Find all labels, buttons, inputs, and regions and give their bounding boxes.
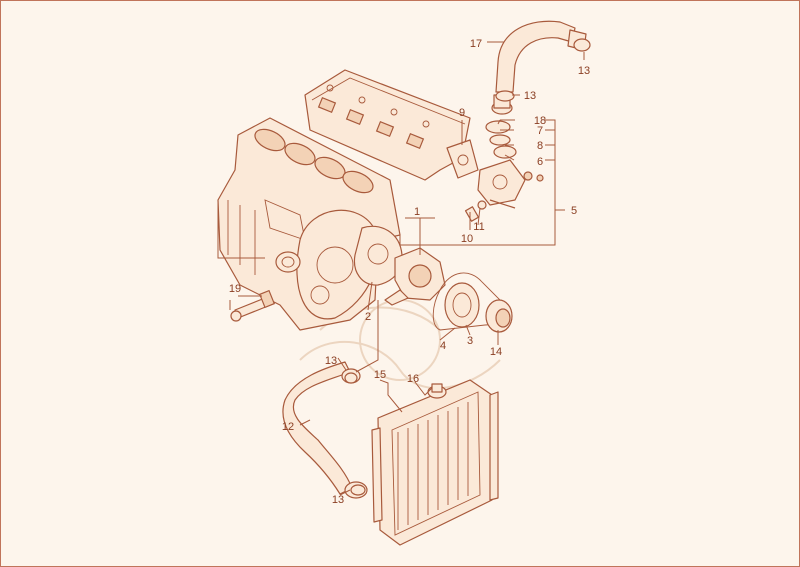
callout-14: 14 — [490, 346, 502, 358]
cylinder-block — [217, 117, 401, 331]
callout-11: 11 — [473, 221, 484, 233]
callout-18: 18 — [534, 115, 546, 127]
callout-6: 6 — [537, 156, 543, 168]
callout-2: 2 — [365, 311, 371, 323]
callout-16: 16 — [407, 373, 419, 385]
hose-clamps-13 — [344, 38, 591, 496]
part-10-11-fittings — [464, 200, 487, 222]
callout-13-thermostat: 13 — [524, 90, 536, 102]
callout-3: 3 — [467, 335, 473, 347]
callout-13-lower-hose-bottom: 13 — [332, 494, 344, 506]
callout-1: 1 — [414, 206, 420, 218]
leader-lines — [217, 41, 585, 496]
callouts: 1 2 3 4 5 6 7 8 9 10 11 12 13 13 13 13 1… — [229, 38, 590, 506]
cylinder-head — [304, 69, 471, 181]
callout-12: 12 — [282, 421, 294, 433]
callout-8: 8 — [537, 140, 543, 152]
callout-4: 4 — [440, 340, 446, 352]
radiator — [371, 379, 499, 546]
callout-19: 19 — [229, 283, 241, 295]
callout-7: 7 — [537, 125, 543, 137]
part-3-pulley — [444, 282, 480, 328]
callout-10: 10 — [461, 233, 473, 245]
part-1-water-pump — [384, 247, 446, 306]
callout-13-upper-hose: 13 — [578, 65, 590, 77]
callout-15: 15 — [374, 369, 386, 381]
part-17-upper-hose — [495, 20, 587, 93]
callout-17: 17 — [470, 38, 482, 50]
part-19-bolt — [230, 289, 276, 322]
callout-9: 9 — [459, 107, 465, 119]
part-14-fan-pulley — [485, 299, 513, 333]
callout-13-lower-hose-top: 13 — [325, 355, 337, 367]
part-5-thermostat-housing — [477, 94, 544, 209]
callout-5: 5 — [571, 205, 577, 217]
